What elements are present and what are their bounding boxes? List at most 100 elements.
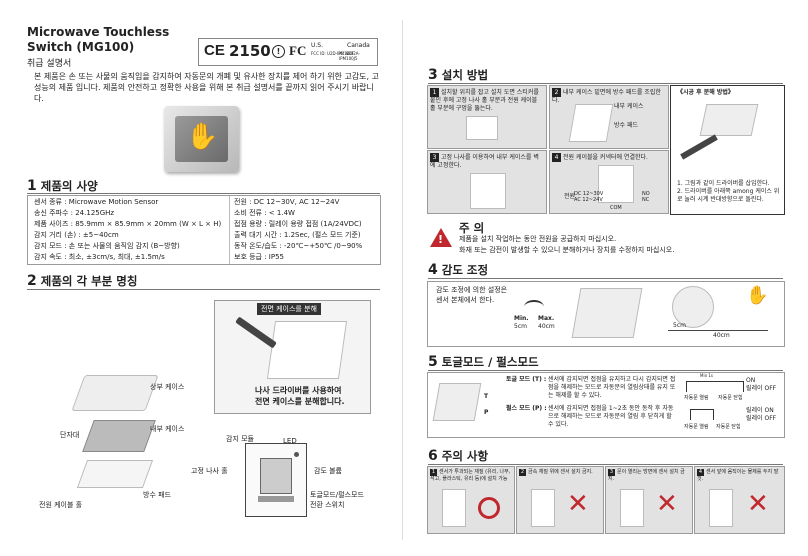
label-toggle-pulse-1: 토글모드/펄스모드 — [310, 491, 364, 499]
disassembly-box: 전면 케이스를 분해 나사 드라이버를 사용하여 전면 케이스를 분해합니다. — [214, 300, 371, 414]
step2-label-inner-case: 내부 케이스 — [614, 103, 644, 110]
screwdriver-icon-2 — [680, 134, 718, 160]
spec-left-1: 송신 주파수 : 24.125GHz — [34, 209, 115, 217]
min-value: 5cm — [514, 323, 527, 330]
label-toggle-pulse-2: 전환 스위치 — [310, 501, 345, 509]
spec-right-0: 전원 : DC 12~30V, AC 12~24V — [234, 198, 340, 206]
distance-5cm: 5cm — [673, 322, 686, 329]
spec-table: 센서 종류 : Microwave Motion Sensor 송신 주파수 :… — [27, 195, 381, 265]
spec-right-4: 동작 온도/습도 : -20℃~+50℃ /0~90% — [234, 242, 363, 250]
ok-circle-icon — [478, 497, 500, 519]
spec-divider — [229, 196, 230, 264]
section-5-heading: 5 토글모드 / 펄스모드 — [428, 354, 539, 370]
dial-arrow-icon — [524, 300, 544, 314]
max-label: Max. — [538, 315, 555, 322]
distance-line — [668, 330, 768, 331]
after-install-step-2: 2. 드라이버를 아래쪽 among 케이스 위로 눌러 시계 반대방향으로 돌… — [677, 188, 780, 203]
intro-text: 본 제품은 손 또는 사물의 움직임을 감지하여 자동문의 개폐 및 유사한 장… — [34, 72, 379, 103]
max-value: 40cm — [538, 323, 555, 330]
sensitivity-box: 감도 조정에 의한 설정은 센서 본체에서 한다. Min. 5cm Max. … — [427, 281, 785, 347]
mode-box: T P 토글 모드 (T) : 센서에 감지되면 접점을 유지하고 다시 감지되… — [427, 372, 785, 438]
distance-drawing — [672, 286, 714, 328]
canada-label: Canada — [347, 42, 370, 49]
toggle-time-label: Min 1s — [700, 373, 713, 378]
spec-left-2: 제품 사이즈 : 85.9mm × 85.9mm × 20mm (W × L ×… — [34, 220, 222, 228]
label-waterproof-pad: 방수 패드 — [143, 491, 171, 499]
caution-title: 주 의 — [459, 221, 485, 235]
product-photo: ✋ — [164, 106, 239, 172]
document-title: Microwave Touchless Switch (MG100) — [27, 25, 169, 55]
certification-box: CE 2150 ! FC U.S. FCC ID: U2D-IPM100F Ca… — [198, 38, 378, 66]
label-fixing-screw-hole: 고정 나사 홀 — [191, 467, 228, 475]
volume-adjust-drawing — [571, 288, 643, 338]
step2-label-pad: 방수 패드 — [614, 122, 638, 129]
sensitivity-desc-1: 감도 조정에 의한 설정은 — [436, 286, 508, 294]
distance-40cm: 40cm — [713, 332, 730, 339]
screwdriver-icon — [235, 316, 277, 349]
caution-line-1: 제품을 설치 작업하는 동안 전원을 공급하지 마십시오. — [459, 235, 617, 243]
after-install-step-1: 1. 그림과 같이 드라이버를 삽입한다. — [677, 180, 770, 187]
pulse-timing-wave — [690, 409, 714, 420]
wall-sticker-drawing — [466, 116, 498, 140]
x-mark-icon: ✕ — [656, 489, 678, 519]
spec-right-2: 접점 용량 : 릴레이 용량 접점 (1A/24VDC) — [234, 220, 362, 228]
disassembly-title: 전면 케이스를 분해 — [257, 303, 321, 315]
ce-number: 2150 — [229, 42, 271, 60]
door-drawing-3 — [620, 489, 644, 527]
after-install-box: 《시공 후 분해 방법》 1. 그림과 같이 드라이버를 삽입한다. 2. 드라… — [670, 85, 785, 215]
fcc-us-id: FCC ID: U2D-IPM100F — [311, 51, 355, 56]
title-line-3: 취급 설명서 — [27, 59, 72, 69]
mode-p-marker: P — [484, 409, 489, 416]
ce-mark: CE — [204, 42, 225, 59]
fcc-us-label: U.S. — [311, 42, 324, 49]
dip-switch-row — [258, 496, 294, 502]
spec-left-3: 감지 거리 (손) : ±5~40cm — [34, 231, 119, 239]
canada-id: IC: 6802A-IPM100J5 — [339, 51, 360, 61]
inner-case-drawing — [266, 321, 348, 379]
warning-triangle-icon — [430, 228, 452, 247]
hand-icon: ✋ — [186, 122, 219, 152]
spec-right-1: 소비 전류 : < 1.4W — [234, 209, 295, 217]
pulse-mode-desc: 센서에 감지되면 접점을 1~2초 동안 동작 후 자동으로 해제하는 모드로 … — [548, 405, 674, 428]
step4-dc: DC 12~30V — [574, 191, 604, 197]
warning-exclamation: ! — [438, 233, 444, 246]
section-6-heading: 6 주의 사항 — [428, 448, 489, 464]
upper-case-drawing — [71, 375, 159, 411]
door-drawing-4 — [709, 489, 733, 527]
step4-ac: AC 12~24V — [574, 197, 603, 203]
label-upper-case: 상부 케이스 — [150, 383, 185, 391]
section-2-heading: 2 제품의 각 부분 명칭 — [27, 273, 138, 289]
page-divider — [402, 20, 403, 540]
x-mark-icon: ✕ — [567, 489, 589, 519]
led-dot — [294, 452, 299, 457]
caution-line-2: 화재 또는 감전이 발생할 수 있으니 분해하거나 장치를 수정하지 마십시오. — [459, 246, 675, 254]
door-drawing-2 — [531, 489, 555, 527]
toggle-timing-wave — [686, 381, 744, 392]
section-4-heading: 4 감도 조정 — [428, 262, 489, 278]
section-4-rule — [428, 278, 783, 279]
section-3-rule — [428, 83, 783, 84]
pulse-on-label: 릴레이 ON — [746, 407, 774, 414]
mode-switch-drawing — [432, 383, 482, 421]
label-power-cable-hole: 전원 케이블 홀 — [39, 501, 83, 509]
mounted-case-drawing — [470, 173, 506, 209]
spec-left-4: 감지 모드 : 손 또는 사물의 움직임 감지 (B~방향) — [34, 242, 180, 250]
step4-com: COM — [610, 205, 622, 211]
step4-nc: NC — [642, 197, 650, 203]
section-2-rule — [27, 289, 380, 290]
toggle-on-label: ON — [746, 377, 756, 384]
after-install-drawing — [699, 104, 759, 136]
screwdriver-note-1: 나사 드라이버를 사용하여 — [255, 386, 342, 395]
